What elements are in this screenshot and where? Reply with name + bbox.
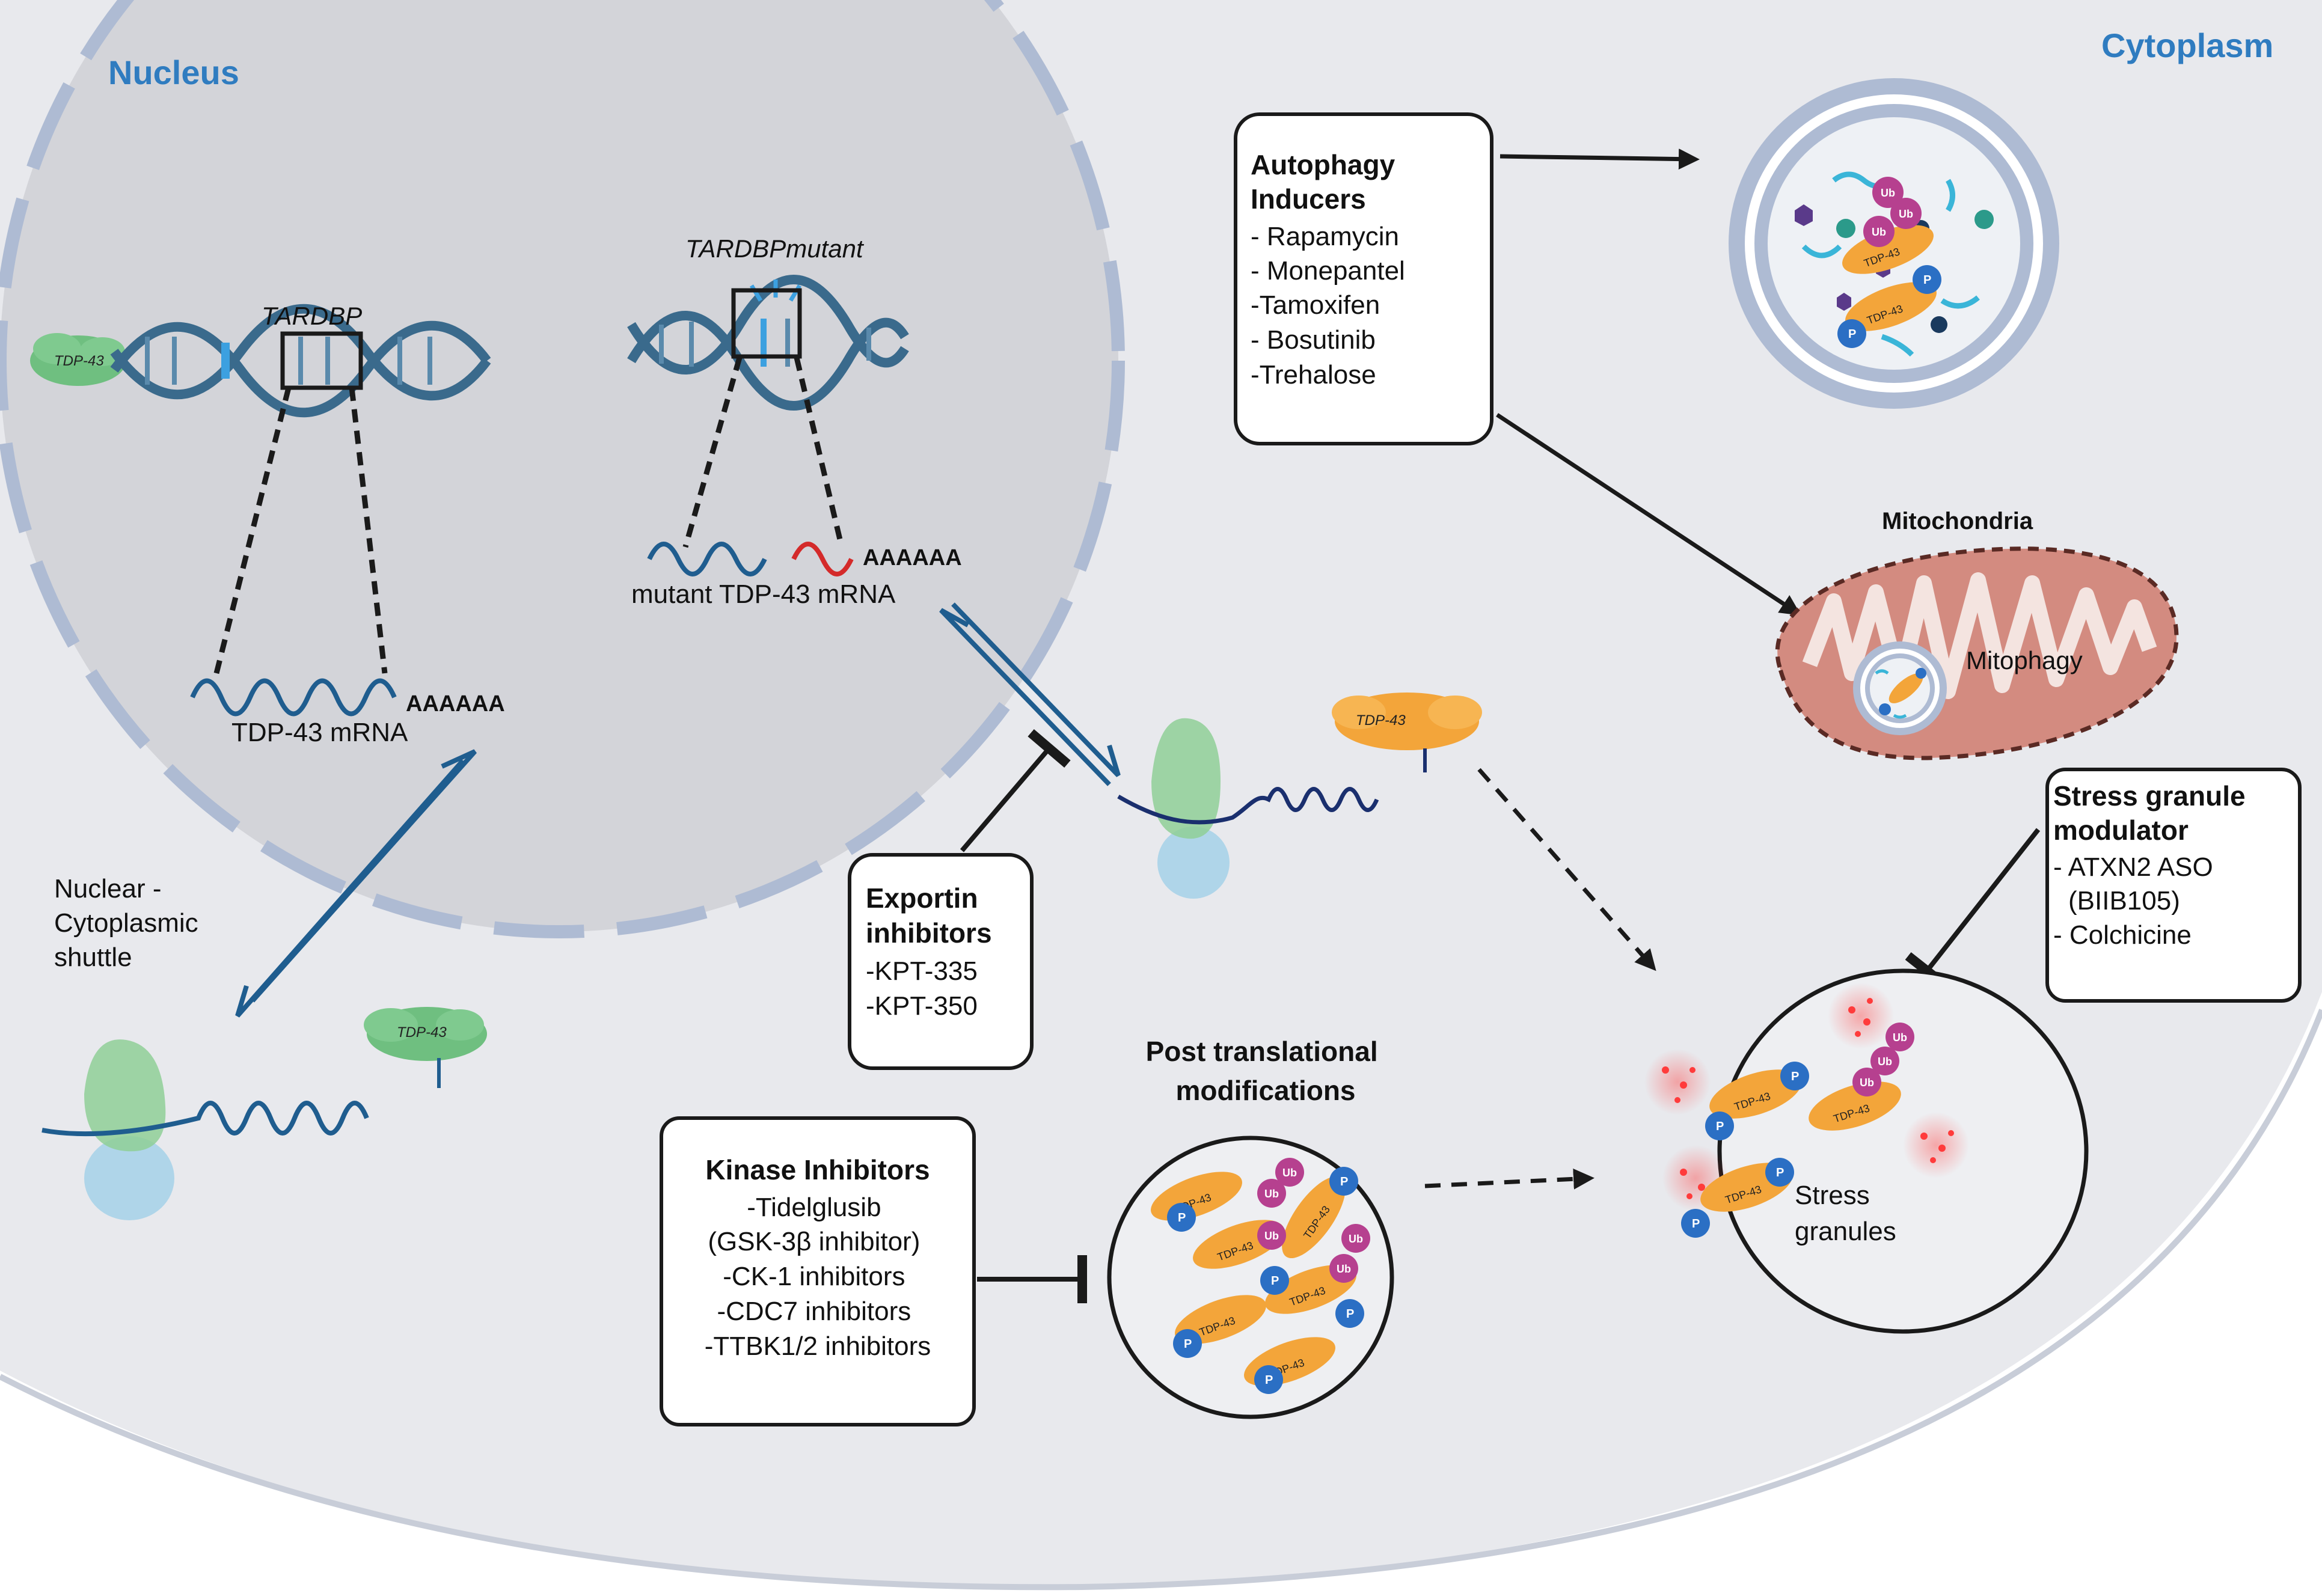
tdp43-protein-left: TDP-43	[364, 1007, 487, 1088]
arrow-to-mitochondria	[1496, 413, 1801, 616]
autophagy-title: Autophagy Inducers	[1251, 149, 1403, 215]
stress-granules-label: Stress granules	[1795, 1181, 1896, 1246]
mrna-wildtype-label: TDP-43 mRNA	[231, 718, 408, 747]
exportin-inhibition-line	[960, 729, 1071, 852]
svg-text:Ub: Ub	[1881, 187, 1895, 199]
tdp43-protein-nucleus: TDP-43	[30, 333, 126, 386]
kinase-title: Kinase Inhibitors	[705, 1154, 930, 1185]
svg-text:P: P	[1923, 274, 1931, 287]
stress-granule-tdp43-2: TDP-43 Ub Ub Ub	[1809, 1023, 1914, 1131]
svg-text:TDP-43: TDP-43	[397, 1024, 447, 1041]
stress-granule-tdp43-3: TDP-43 P P	[1681, 1158, 1794, 1238]
mrna-translation-right	[1117, 787, 1379, 825]
mrna-mutant-label: mutant TDP-43 mRNA	[631, 579, 896, 609]
svg-text:Ub: Ub	[1349, 1233, 1363, 1245]
mitophagy-label: Mitophagy	[1966, 646, 2083, 674]
kinase-items: -Tidelglusib (GSK-3β inhibitor) -CK-1 in…	[705, 1193, 931, 1361]
mrna-mutation-segment	[791, 542, 854, 576]
stress-granule-modulator-box	[2045, 768, 2302, 1003]
svg-text:Ub: Ub	[1264, 1230, 1279, 1242]
polya-wildtype: AAAAAA	[406, 691, 505, 717]
mitochondrion	[1775, 546, 2179, 760]
gene-mutant-label: TARDBPmutant	[685, 234, 865, 263]
svg-text:Ub: Ub	[1872, 226, 1886, 238]
svg-text:P: P	[1791, 1070, 1799, 1083]
ptm-aggregate: TDP-43 TDP-43 TDP-43 TDP-43 TDP-43 TDP-4…	[1107, 1136, 1394, 1419]
autophagosome: TDP-43 Ub Ub Ub TDP-43 P P	[1729, 78, 2059, 409]
shuttle-arrows-left	[235, 749, 477, 1018]
ptm-title: Post translational modifications	[1146, 1036, 1386, 1106]
mrna-wildtype	[190, 678, 397, 717]
shuttle-arrows-right	[939, 602, 1121, 786]
nucleus-label: Nucleus	[108, 54, 239, 91]
stress-modulator-title: Stress granule modulator	[2053, 780, 2253, 846]
svg-text:Ub: Ub	[1282, 1167, 1297, 1179]
arrow-to-autophagosome	[1499, 148, 1700, 170]
autophagy-items: - Rapamycin - Monepantel -Tamoxifen - Bo…	[1251, 222, 1412, 390]
mrna-mutant	[647, 542, 767, 576]
stress-modulator-items: - ATXN2 ASO (BIIB105) - Colchicine	[2053, 852, 2220, 950]
svg-text:P: P	[1340, 1175, 1348, 1188]
svg-text:P: P	[1346, 1307, 1354, 1321]
mrna-translation-left	[41, 1101, 369, 1137]
autophagy-inducers-box	[1234, 112, 1493, 445]
ribosome-right	[1151, 718, 1230, 899]
svg-text:Ub: Ub	[1860, 1077, 1874, 1089]
stress-granules	[1644, 968, 2089, 1334]
kinase-inhibitors-box	[660, 1116, 976, 1426]
dna-helix-wildtype	[110, 304, 491, 418]
shuttle-label: Nuclear - Cytoplasmic shuttle	[54, 874, 206, 972]
svg-text:P: P	[1271, 1274, 1279, 1288]
tdp43-protein-right: TDP-43	[1332, 693, 1482, 772]
exportin-inhibitors-box	[848, 853, 1034, 1070]
mitochondria-label: Mitochondria	[1882, 508, 2033, 534]
svg-text:TDP-43: TDP-43	[1356, 712, 1406, 729]
stress-granule-tdp43-1: TDP-43 P P	[1705, 1062, 1809, 1140]
polya-mutant: AAAAAA	[863, 545, 962, 570]
svg-text:Ub: Ub	[1264, 1188, 1279, 1200]
svg-text:P: P	[1716, 1120, 1724, 1133]
svg-text:Ub: Ub	[1899, 208, 1913, 220]
exportin-title: Exportin inhibitors	[866, 882, 992, 949]
svg-text:P: P	[1265, 1374, 1273, 1387]
svg-text:Ub: Ub	[1878, 1056, 1892, 1068]
svg-text:Ub: Ub	[1893, 1032, 1907, 1044]
arrow-ptm-to-stress-granules	[1424, 1168, 1594, 1190]
exportin-items: -KPT-335 -KPT-350	[866, 956, 985, 1021]
svg-text:TDP-43: TDP-43	[54, 353, 104, 369]
stress-modulator-inhibition-line	[1905, 828, 2041, 990]
svg-text:P: P	[1178, 1211, 1186, 1225]
ribosome-left	[84, 1039, 174, 1220]
dna-helix-mutant	[627, 275, 909, 411]
arrow-to-stress-granules	[1477, 768, 1656, 971]
svg-text:P: P	[1776, 1166, 1784, 1179]
svg-text:Ub: Ub	[1337, 1263, 1351, 1275]
cytoplasm-label: Cytoplasm	[2101, 26, 2273, 64]
gene-wildtype-label: TARDBP	[262, 302, 362, 330]
cell-membrane	[0, 1009, 2322, 1591]
svg-text:P: P	[1184, 1338, 1192, 1351]
svg-text:P: P	[1848, 328, 1856, 341]
svg-text:P: P	[1692, 1217, 1700, 1231]
